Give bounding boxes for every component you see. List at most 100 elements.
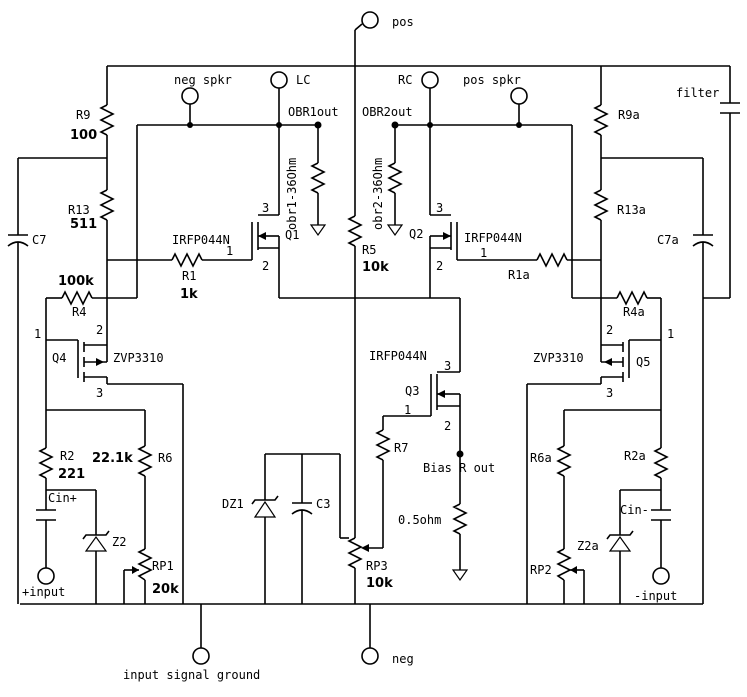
q2-pin1: 1 xyxy=(480,246,487,260)
left-output-bus: OBR1out xyxy=(136,105,339,298)
potentiometer-rp3: RP3 10k xyxy=(347,537,393,604)
r9-value: 100 xyxy=(70,128,97,143)
rp1-label: RP1 xyxy=(152,559,174,573)
capacitor-cin-minus: Cin- xyxy=(620,489,671,531)
resistor-r9: R9 100 xyxy=(70,66,115,190)
neg-spkr-terminal: neg spkr xyxy=(174,73,232,125)
r1-label: R1 xyxy=(182,269,196,283)
potentiometer-rp1: RP1 20k xyxy=(123,548,179,604)
obr1-label: obr1-36Ohm xyxy=(285,158,299,230)
resistor-r6a: R6a xyxy=(530,409,661,549)
q2-label: Q2 xyxy=(409,227,423,241)
r2a-label: R2a xyxy=(624,449,646,463)
neg-terminal: neg xyxy=(361,647,414,666)
q4-pin1: 1 xyxy=(34,327,41,341)
bias-r-out-label: Bias R out xyxy=(423,461,495,475)
r4a-label: R4a xyxy=(623,305,645,319)
plus-input-label: +input xyxy=(22,585,65,599)
q4-label: Q4 xyxy=(52,351,66,365)
z2a-label: Z2a xyxy=(577,539,599,553)
mosfet-q5: 2 1 3 Q5 ZVP3310 xyxy=(526,298,674,604)
pos-spkr-terminal: pos spkr xyxy=(463,73,528,125)
obr1out-label: OBR1out xyxy=(288,105,339,119)
mosfet-q3: 3 2 1 IRFP044N Q3 xyxy=(369,349,461,454)
r13-value: 511 xyxy=(70,217,97,232)
resistor-r5: R5 10k xyxy=(347,66,389,538)
pos-terminal: pos xyxy=(354,11,414,31)
capacitor-c7: C7 xyxy=(7,157,107,604)
resistor-r2: R2 221 xyxy=(38,409,145,510)
minus-input-terminal: -input xyxy=(634,531,677,603)
zener-z2: Z2 xyxy=(82,490,126,604)
resistor-r7: R7 xyxy=(361,416,408,552)
rp1-value: 20k xyxy=(152,582,179,597)
filter-capacitor: filter xyxy=(676,65,740,299)
r2-value: 221 xyxy=(58,467,85,482)
rp2-label: RP2 xyxy=(530,563,552,577)
cin-plus-label: Cin+ xyxy=(48,491,77,505)
rp3-label: RP3 xyxy=(366,559,388,573)
plus-input-terminal: +input xyxy=(22,531,65,599)
resistor-r13a: R13a xyxy=(593,189,646,340)
q2-pin2: 2 xyxy=(436,259,443,273)
minus-input-label: -input xyxy=(634,589,677,603)
resistor-r1a: R1a xyxy=(456,250,601,282)
q1-pin3: 3 xyxy=(262,201,269,215)
q1-pin1: 1 xyxy=(226,244,233,258)
q1-pin2: 2 xyxy=(262,259,269,273)
q3-label: Q3 xyxy=(405,384,419,398)
r4-label: R4 xyxy=(72,305,86,319)
r13a-label: R13a xyxy=(617,203,646,217)
c7a-label: C7a xyxy=(657,233,679,247)
q5-pin2: 2 xyxy=(606,323,613,337)
rc-terminal: RC xyxy=(398,71,439,125)
neg-spkr-label: neg spkr xyxy=(174,73,232,87)
r1-value: 1k xyxy=(180,287,198,302)
negative-rail xyxy=(20,603,703,648)
q3-pin2: 2 xyxy=(444,419,451,433)
obr2out-label: OBR2out xyxy=(362,105,413,119)
r13-label: R13 xyxy=(68,203,90,217)
filter-label: filter xyxy=(676,86,719,100)
q2-pin3: 3 xyxy=(436,201,443,215)
resistor-r6: 22.1k R6 xyxy=(92,410,172,549)
q4-pin3: 3 xyxy=(96,386,103,400)
mosfet-q1: 3 2 1 IRFP044N Q1 xyxy=(172,125,299,298)
lc-terminal: LC xyxy=(270,71,310,125)
resistor-obr2: obr2-36Ohm xyxy=(371,125,404,237)
input-ground-terminal: input signal ground xyxy=(123,647,260,682)
q5-pin3: 3 xyxy=(606,386,613,400)
r5-label: R5 xyxy=(362,243,376,257)
r1a-label: R1a xyxy=(508,268,530,282)
c3-label: C3 xyxy=(316,497,330,511)
resistor-r1: R1 1k xyxy=(107,250,253,302)
resistor-obr1: obr1-36Ohm xyxy=(285,125,327,237)
q5-label: Q5 xyxy=(636,355,650,369)
bias-resistor: Bias R out 0.5ohm xyxy=(398,450,495,582)
zener-z2a: Z2a xyxy=(577,490,634,604)
zener-dz1: DZ1 xyxy=(222,453,349,604)
resistor-r9a: R9a xyxy=(593,66,640,190)
resistor-r4a: R4a xyxy=(572,290,661,319)
r2-label: R2 xyxy=(60,449,74,463)
potentiometer-rp2: RP2 xyxy=(530,548,585,604)
q1-label: Q1 xyxy=(285,228,299,242)
dz1-label: DZ1 xyxy=(222,497,244,511)
z2-label: Z2 xyxy=(112,535,126,549)
r6-label: R6 xyxy=(158,451,172,465)
q3-pin3: 3 xyxy=(444,359,451,373)
q5-pin1: 1 xyxy=(667,327,674,341)
neg-label: neg xyxy=(392,652,414,666)
resistor-r4: 100k R4 xyxy=(46,274,137,319)
right-output-bus: OBR2out xyxy=(362,105,573,298)
r9a-label: R9a xyxy=(618,108,640,122)
rp3-value: 10k xyxy=(366,576,393,591)
obr2-label: obr2-36Ohm xyxy=(371,158,385,230)
input-ground-label: input signal ground xyxy=(123,668,260,682)
r9-label: R9 xyxy=(76,108,90,122)
rc-label: RC xyxy=(398,73,412,87)
r6a-label: R6a xyxy=(530,451,552,465)
capacitor-c3: C3 xyxy=(291,454,330,604)
mosfet-q2: 3 2 1 IRFP044N Q2 xyxy=(409,125,522,298)
